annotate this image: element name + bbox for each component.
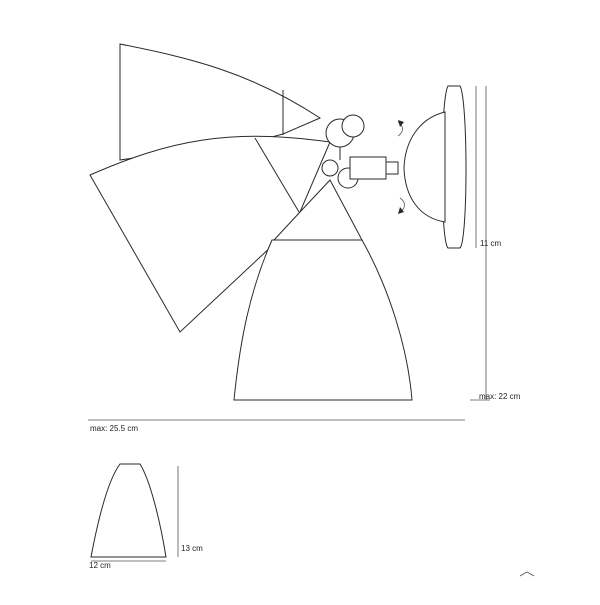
shade-height-label: 13 cm: [181, 544, 203, 553]
shade-detail: [90, 463, 179, 562]
page-mark: [519, 571, 535, 577]
rotation-arrow-icon: [398, 120, 404, 127]
arm-height-label: 11 cm: [480, 239, 502, 248]
wall-mount: [397, 85, 467, 249]
shade-raised: [119, 43, 322, 161]
rotation-arrow-icon: [398, 207, 404, 214]
lamp-joint: [321, 114, 399, 189]
max-width-label: max: 25.5 cm: [90, 424, 138, 433]
shade-down: [233, 179, 413, 401]
max-height-label: max: 22 cm: [479, 392, 521, 401]
shade-tilted: [89, 135, 331, 333]
height-dimension-lines: [470, 86, 490, 401]
shade-width-label: 12 cm: [89, 561, 111, 570]
